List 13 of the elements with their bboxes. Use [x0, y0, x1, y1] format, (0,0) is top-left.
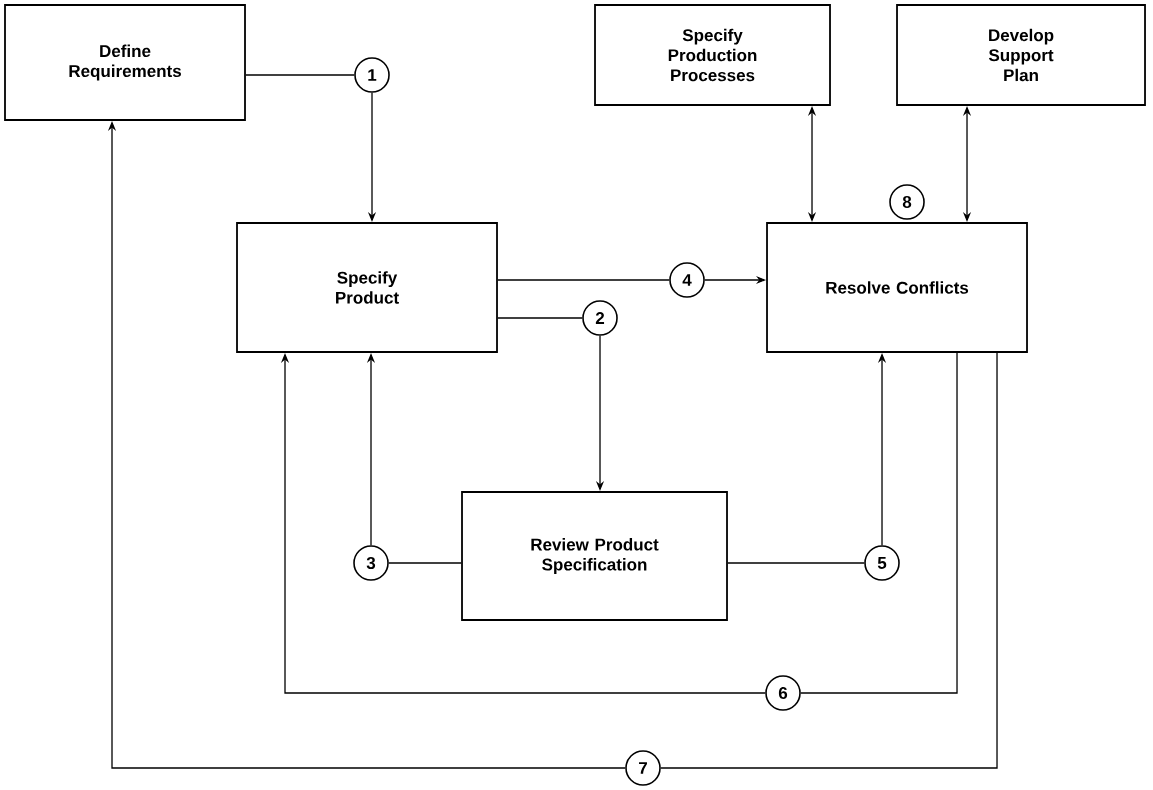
connector [727, 562, 865, 564]
connector [245, 74, 355, 76]
connector [497, 279, 670, 281]
process-box: Define Requirements [4, 4, 246, 121]
process-box: Specify Production Processes [594, 4, 831, 106]
process-box: Specify Product [236, 222, 498, 353]
connector [660, 352, 998, 769]
process-box: Develop Support Plan [896, 4, 1146, 106]
connector [800, 352, 958, 694]
connector [497, 317, 583, 319]
process-box: Review Product Specification [461, 491, 728, 621]
process-box: Resolve Conflicts [766, 222, 1028, 353]
connector [388, 562, 462, 564]
